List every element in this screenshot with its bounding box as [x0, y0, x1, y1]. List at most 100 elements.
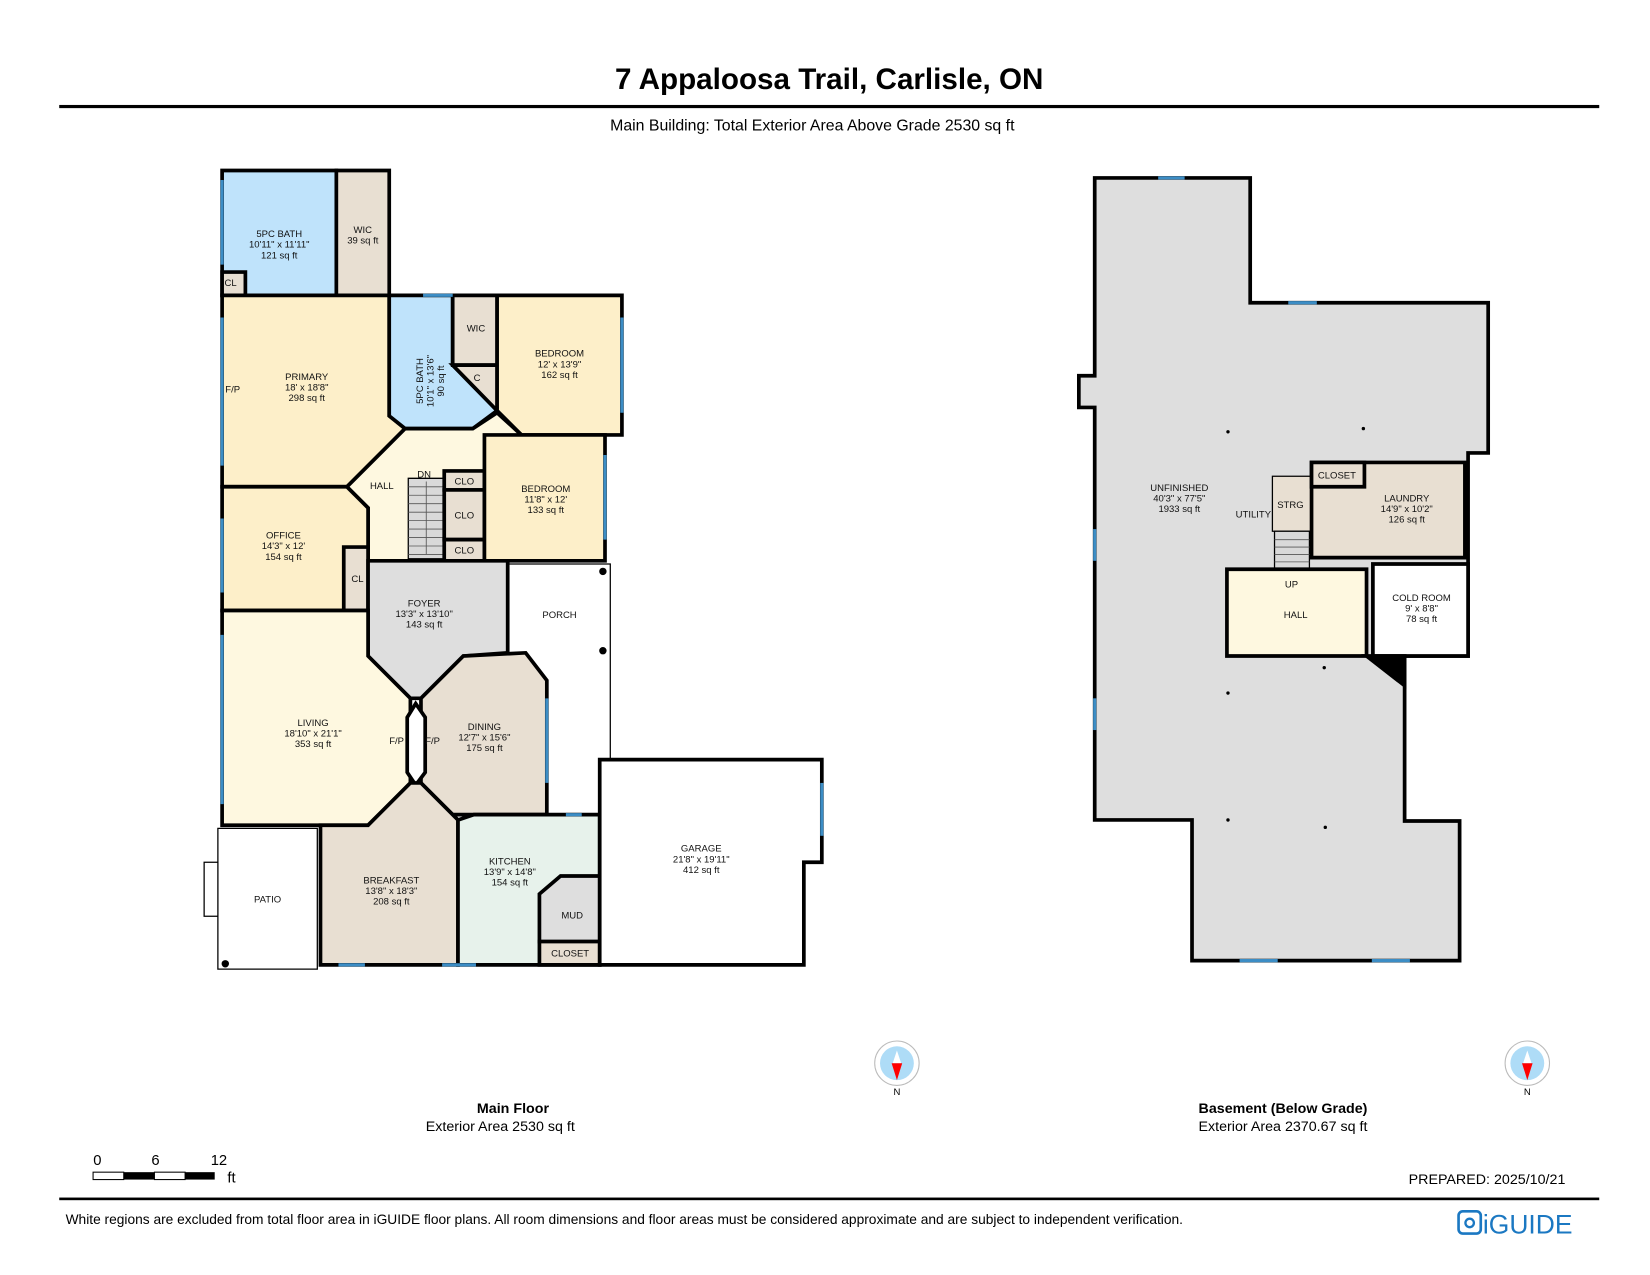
room-name: DINING — [468, 722, 501, 733]
room-name: CL — [351, 574, 363, 585]
room-name: WIC — [467, 323, 486, 334]
post — [221, 960, 229, 968]
disclaimer: White regions are excluded from total fl… — [66, 1212, 1183, 1227]
room-name: CL — [224, 278, 236, 289]
room-dimensions: 11'8" x 12' — [524, 495, 567, 506]
room-label: UTILITY — [1236, 509, 1272, 520]
room-dimensions: 10'11" x 11'11" — [249, 240, 310, 251]
room-name: CLOSET — [1318, 470, 1356, 481]
room-label: 5PC BATH10'1" x 13'6"90 sq ft — [415, 355, 447, 407]
room-label: C — [474, 373, 481, 384]
scale-tick-12: 12 — [211, 1153, 227, 1169]
room-label: CLOSET — [1318, 470, 1356, 481]
wall-block — [1361, 654, 1407, 690]
room-name: LIVING — [297, 718, 328, 729]
room-dimensions: 18'10" x 21'1" — [284, 728, 341, 739]
room-dimensions: 12' x 13'9" — [538, 359, 581, 370]
scale-unit: ft — [227, 1171, 235, 1187]
room-name: CLO — [455, 511, 475, 522]
post — [599, 647, 607, 655]
support-post — [1322, 665, 1326, 670]
page-subtitle: Main Building: Total Exterior Area Above… — [610, 117, 1015, 134]
footer-rule — [59, 1197, 1600, 1201]
prepared-date: PREPARED: 2025/10/21 — [1409, 1172, 1566, 1188]
room-label: CLO — [455, 477, 475, 488]
support-post — [1226, 691, 1230, 695]
room-name: CLO — [455, 477, 475, 488]
support-post — [1323, 825, 1327, 830]
room-area: 121 sq ft — [261, 250, 298, 261]
room-label: HALL — [1284, 610, 1308, 621]
room-name: STRG — [1277, 500, 1303, 511]
room-label: MUD — [561, 910, 583, 921]
room-name: PATIO — [254, 894, 281, 905]
patio-step — [203, 861, 219, 917]
room-name: 5PC BATH — [256, 229, 302, 240]
room-area: 39 sq ft — [347, 236, 379, 247]
main-floor-title: Main Floor — [477, 1101, 550, 1117]
room-name: FOYER — [408, 598, 441, 609]
room-name: COLD ROOM — [1392, 593, 1451, 604]
room-name: UNFINISHED — [1150, 483, 1208, 494]
room-area: 175 sq ft — [466, 743, 503, 754]
room-dimensions: 21'8" x 19'11" — [673, 854, 730, 865]
room-dimensions: 14'9" x 10'2" — [1381, 504, 1433, 515]
room-name: C — [474, 373, 481, 384]
room-area: 90 sq ft — [436, 365, 447, 397]
room-garage — [597, 757, 824, 967]
basement-title: Basement (Below Grade) — [1199, 1101, 1368, 1117]
fireplace-label: F/P — [425, 736, 440, 747]
room-area: 133 sq ft — [528, 505, 565, 516]
support-post — [1226, 818, 1230, 822]
room-name: MUD — [561, 910, 583, 921]
fireplace — [405, 700, 428, 789]
room-dimensions: 18' x 18'8" — [285, 383, 328, 394]
compass-north-label: N — [893, 1087, 900, 1098]
room-area: 298 sq ft — [289, 393, 326, 404]
scale-bar: 0 6 12 ft — [92, 1153, 236, 1187]
room-name: BEDROOM — [535, 349, 584, 360]
post — [599, 567, 607, 576]
room-name: LAUNDRY — [1384, 494, 1430, 505]
room-name: 5PC BATH — [415, 358, 426, 404]
header-rule — [59, 104, 1600, 109]
room-dimensions: 12'7" x 15'6" — [458, 733, 510, 744]
room-dimensions: 40'3" x 77'5" — [1153, 494, 1205, 505]
iguide-logo-icon: iGUIDE — [1457, 1210, 1572, 1240]
room-patio — [217, 827, 318, 970]
room-label: CLO — [455, 545, 475, 556]
fireplace-label: F/P — [389, 736, 404, 747]
room-name: KITCHEN — [489, 856, 531, 867]
compass-icon: N — [874, 1040, 920, 1098]
room-name: BEDROOM — [521, 484, 570, 495]
room-mud — [537, 874, 602, 944]
room-name: HALL — [1284, 610, 1308, 621]
room-area: 208 sq ft — [373, 897, 410, 908]
room-area: 78 sq ft — [1406, 614, 1438, 625]
basement-area: Exterior Area 2370.67 sq ft — [1199, 1119, 1368, 1135]
room-dimensions: 10'1" x 13'6" — [426, 355, 437, 407]
room-dimensions: 13'3" x 13'10" — [395, 609, 452, 620]
room-label: CL — [351, 574, 363, 585]
room-dimensions: 13'9" x 14'8" — [484, 867, 536, 878]
scale-tick-6: 6 — [151, 1153, 159, 1169]
main-floor-plan — [203, 168, 824, 970]
room-area: 143 sq ft — [406, 619, 443, 630]
room-name: BREAKFAST — [363, 875, 419, 886]
room-area: 412 sq ft — [683, 865, 720, 876]
page-title: 7 Appaloosa Trail, Carlisle, ON — [615, 63, 1043, 96]
room-area: 154 sq ft — [492, 878, 529, 889]
room-name: GARAGE — [681, 844, 722, 855]
